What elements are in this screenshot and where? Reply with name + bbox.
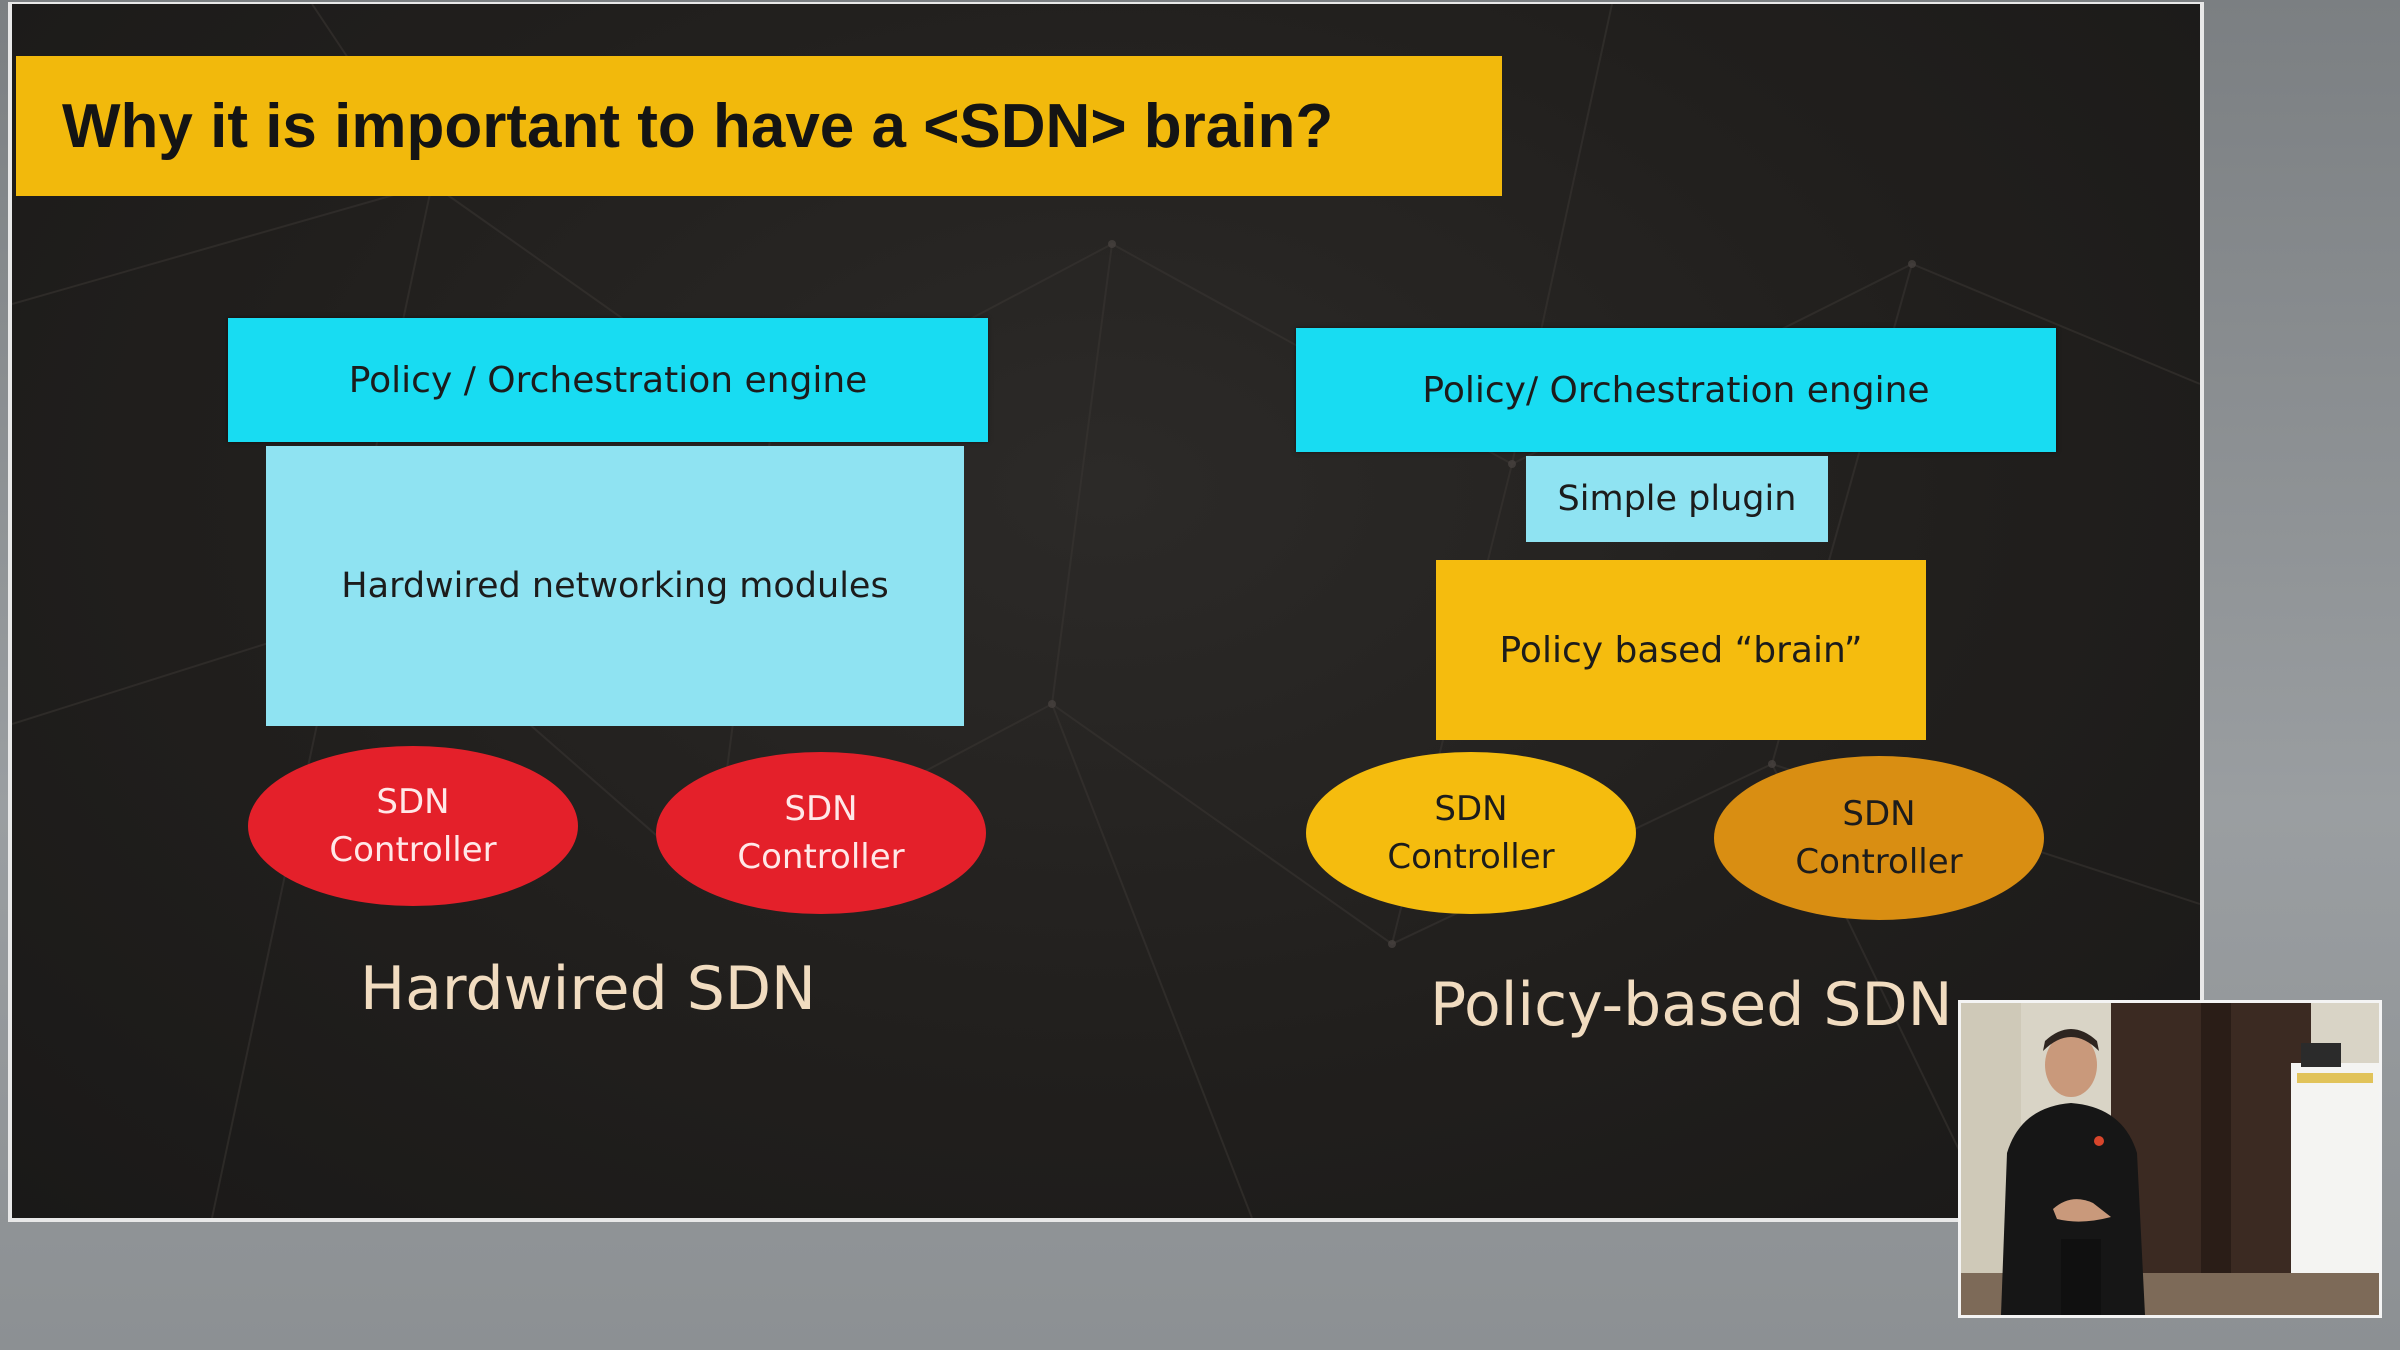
left-controller-2-line-1: SDN [784, 789, 858, 829]
right-sdn-controller-1: SDN Controller [1306, 752, 1636, 914]
simple-plugin-label: Simple plugin [1557, 479, 1797, 519]
title-bar: Why it is important to have a <SDN> brai… [16, 56, 1502, 196]
hardwired-sdn-label: Hardwired SDN [360, 954, 816, 1024]
hardwired-modules-label: Hardwired networking modules [341, 566, 889, 606]
right-orchestration-engine-label: Policy/ Orchestration engine [1422, 369, 1930, 411]
left-orchestration-engine-label: Policy / Orchestration engine [348, 359, 868, 401]
presenter-video-image [1961, 1003, 2379, 1315]
policy-based-sdn-label: Policy-based SDN [1430, 970, 1953, 1040]
left-sdn-controller-2: SDN Controller [656, 752, 986, 914]
right-controller-1-line-2: Controller [1387, 837, 1555, 877]
left-controller-2-line-2: Controller [737, 837, 905, 877]
presentation-slide: Why it is important to have a <SDN> brai… [8, 2, 2204, 1222]
right-orchestration-engine-box: Policy/ Orchestration engine [1296, 328, 2056, 452]
right-controller-2-line-2: Controller [1795, 842, 1963, 882]
right-sdn-controller-2: SDN Controller [1714, 756, 2044, 920]
hardwired-modules-box: Hardwired networking modules [266, 446, 964, 726]
presenter-camera-inset [1958, 1000, 2382, 1318]
slide-title: Why it is important to have a <SDN> brai… [62, 91, 1334, 161]
left-sdn-controller-1: SDN Controller [248, 746, 578, 906]
policy-brain-label: Policy based “brain” [1499, 629, 1863, 671]
left-orchestration-engine-box: Policy / Orchestration engine [228, 318, 988, 442]
right-controller-2-line-1: SDN [1842, 794, 1916, 834]
left-controller-1-line-2: Controller [329, 830, 497, 870]
simple-plugin-box: Simple plugin [1526, 456, 1828, 542]
right-controller-1-line-1: SDN [1434, 789, 1508, 829]
left-controller-1-line-1: SDN [376, 782, 450, 822]
policy-brain-box: Policy based “brain” [1436, 560, 1926, 740]
